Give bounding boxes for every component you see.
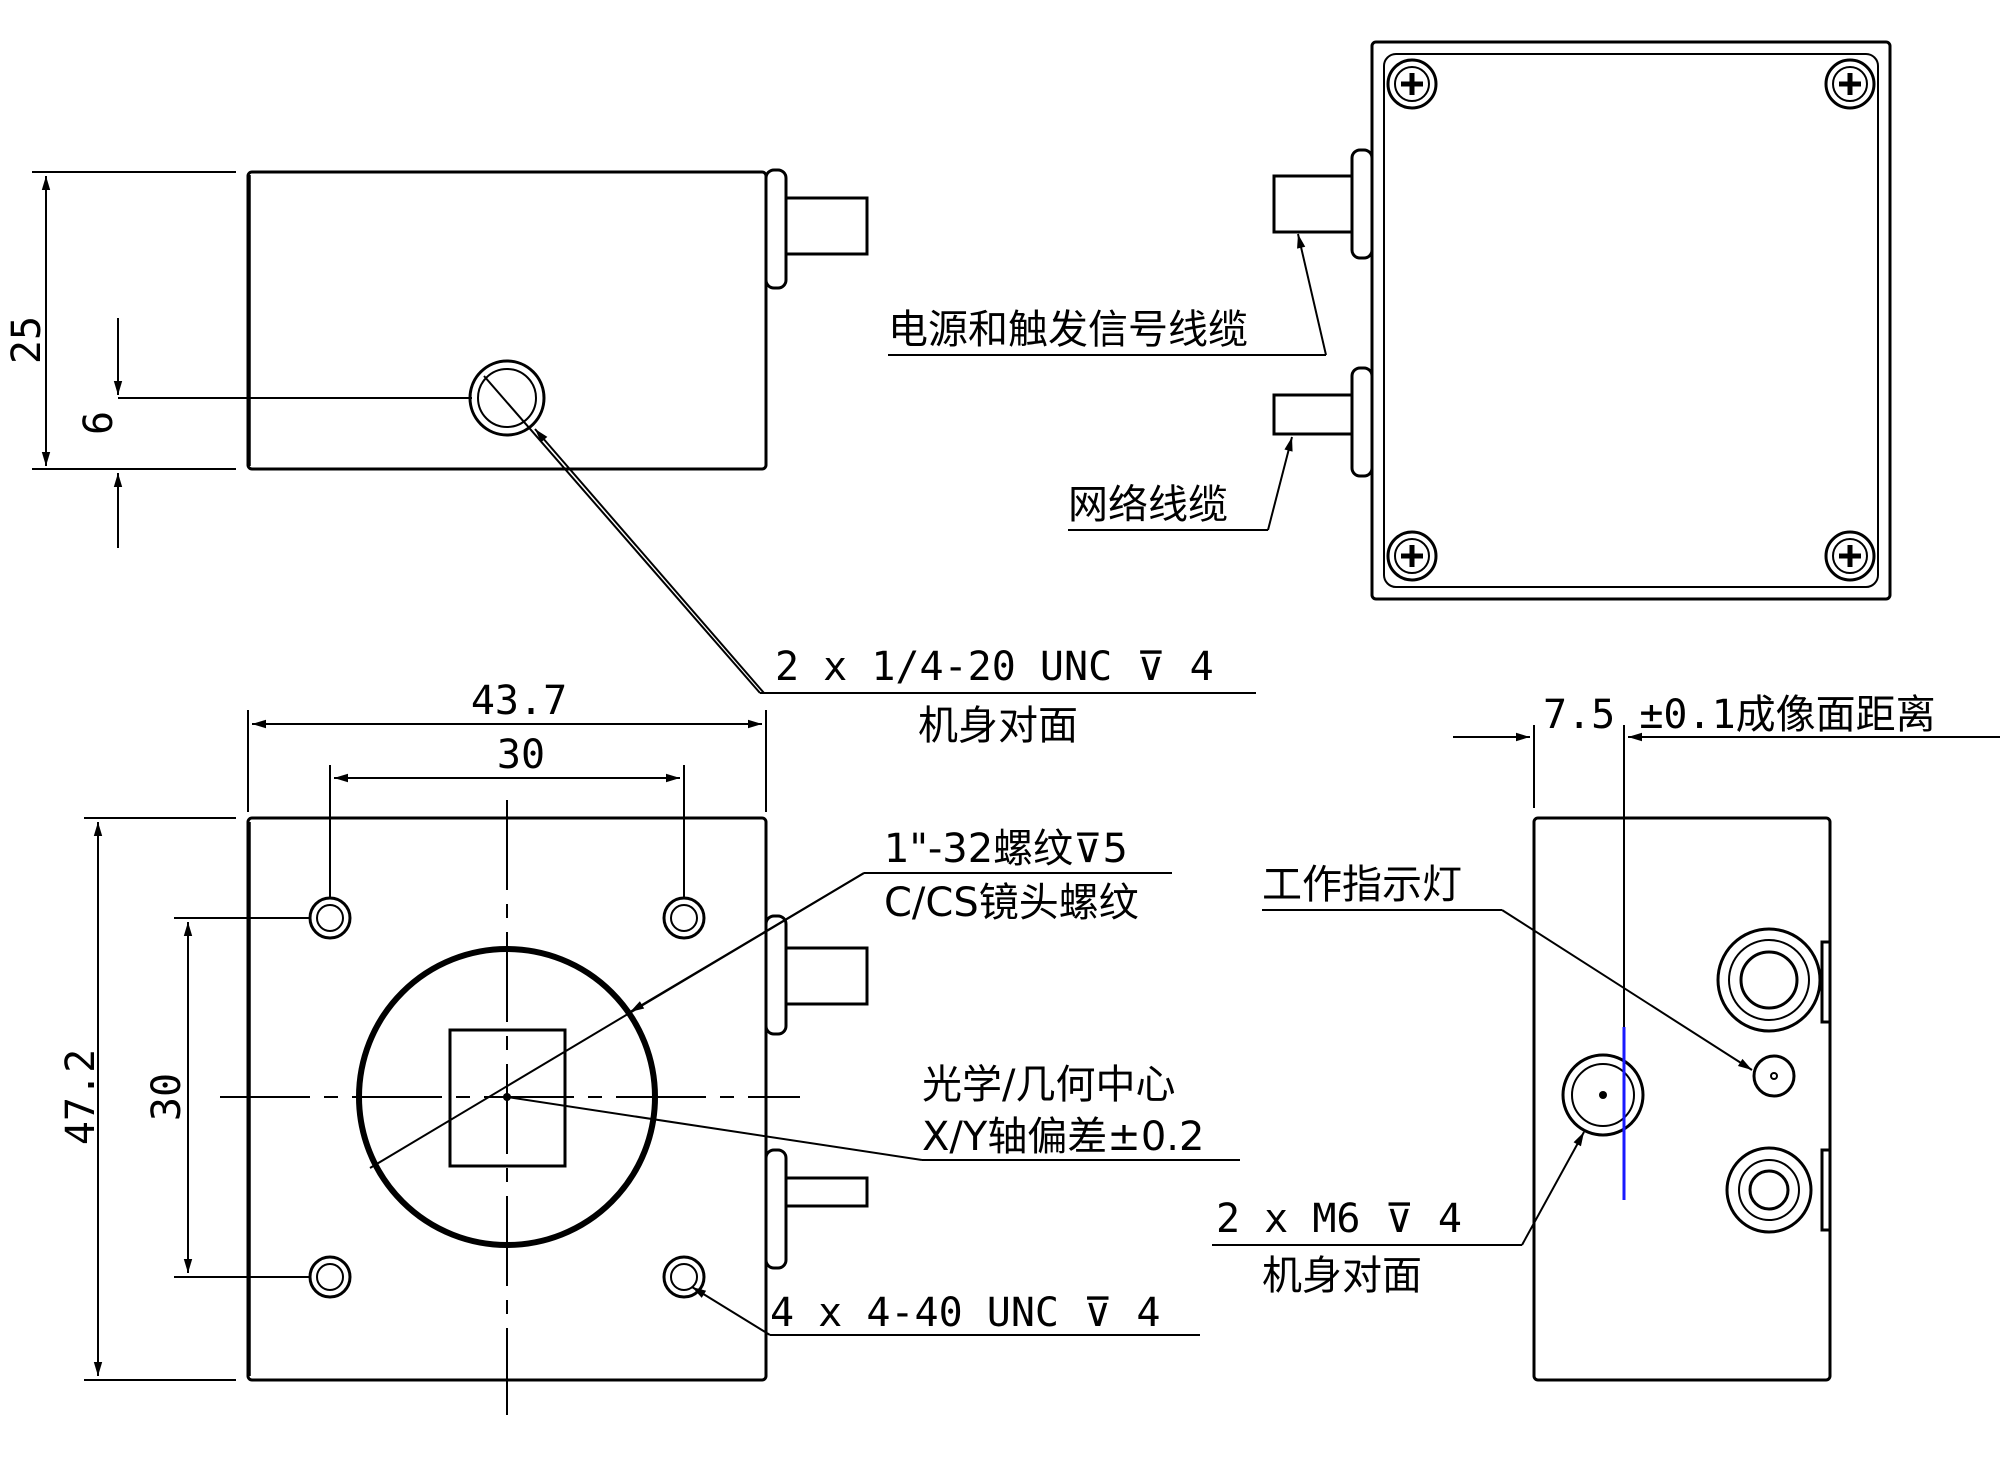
dim-hole-spacing-y: 30	[144, 1073, 190, 1121]
cable-power-label: 电源和触发信号线缆	[888, 307, 1248, 353]
indicator-label: 工作指示灯	[1262, 862, 1462, 908]
side-view-dimensions	[32, 171, 472, 548]
dim-mount-offset: 6	[76, 411, 122, 435]
lens-thread-note: C/CS镜头螺纹	[884, 880, 1139, 926]
side-mount-center	[1599, 1091, 1607, 1099]
dim-body-height: 47.2	[58, 1049, 104, 1145]
dim-body-width: 43.7	[471, 678, 567, 724]
lens-thread-spec: 1"-32螺纹⊽5	[884, 826, 1128, 872]
rear-view	[1272, 40, 1892, 601]
front-view-dimensions	[84, 710, 767, 1381]
mount-top-leader	[483, 375, 1256, 694]
dim-side-height: 25	[4, 316, 50, 364]
rear-screw-top-left	[1386, 58, 1438, 110]
mount-top-note: 机身对面	[918, 703, 1078, 749]
rear-screw-bottom-left	[1386, 530, 1438, 582]
mount-top-spec: 2 x 1/4-20 UNC ⊽ 4	[775, 644, 1214, 690]
right-side-dimensions	[1212, 725, 2000, 1246]
center-lines	[220, 800, 800, 1415]
optical-center-tolerance: X/Y轴偏差±0.2	[922, 1114, 1204, 1160]
front-holes-spec: 4 x 4-40 UNC ⊽ 4	[770, 1290, 1161, 1336]
cable-network-label: 网络线缆	[1068, 482, 1228, 528]
side-mount-note: 机身对面	[1262, 1253, 1422, 1299]
image-plane-distance: 7.5 ±0.1成像面距离	[1543, 692, 1936, 738]
right-side-view	[1532, 816, 1832, 1382]
front-leaders	[369, 872, 1240, 1336]
rear-screw-bottom-right	[1824, 530, 1876, 582]
cable-leaders	[888, 233, 1327, 531]
rear-screw-top-right	[1824, 58, 1876, 110]
side-view	[246, 168, 869, 471]
optical-center-label: 光学/几何中心	[922, 1062, 1175, 1108]
side-mount-spec: 2 x M6 ⊽ 4	[1216, 1196, 1462, 1242]
dim-hole-spacing-x: 30	[497, 732, 545, 778]
